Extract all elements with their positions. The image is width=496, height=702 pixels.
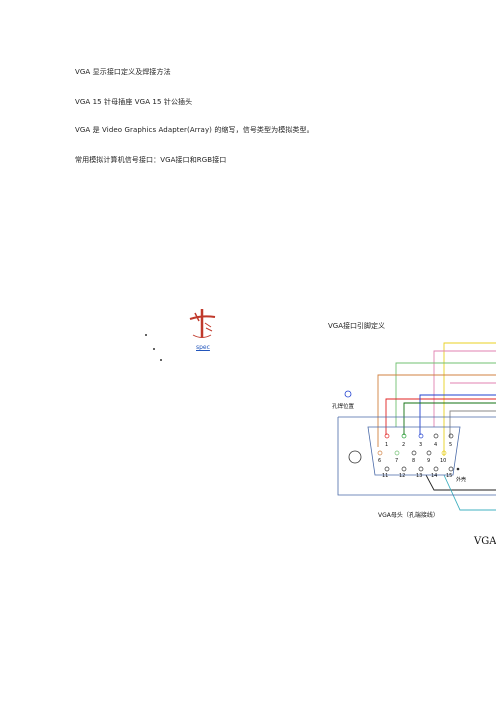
wire-cyan [443,474,496,511]
svg-text:11: 11 [382,473,388,479]
wire-orange [377,374,496,447]
solder-hole [344,390,352,398]
svg-text:8: 8 [412,458,415,464]
svg-text:3: 3 [419,442,422,448]
spec-link[interactable]: spec [196,344,210,351]
wire-red [385,398,496,435]
bullet [160,359,162,361]
svg-text:7: 7 [395,458,398,464]
diagram-caption: VGA母头（孔端接线） [378,511,439,519]
shell-label: 外壳 [456,476,466,483]
line-description: VGA 是 Video Graphics Adapter(Array) 的缩写，… [75,126,314,134]
svg-text:2: 2 [402,442,405,448]
line-interfaces: 常用模拟计算机信号接口：VGA接口和RGB接口 [75,156,227,164]
svg-text:4: 4 [434,442,437,448]
solder-label: 孔焊位置 [332,402,355,410]
mount-hole [348,450,362,464]
svg-text:9: 9 [427,458,430,464]
bullet [153,348,155,350]
figure-title: VGA接口引脚定义 [328,322,386,330]
svg-text:14: 14 [431,473,437,479]
wire-blue [419,394,496,435]
bullet [145,334,147,336]
svg-text:15: 15 [446,473,452,479]
line-title: VGA 显示接口定义及焊接方法 [75,68,171,76]
wire-gray [449,410,496,437]
logo-icon [189,309,216,338]
svg-text:5: 5 [449,442,452,448]
line-connectors: VGA 15 针母插座 VGA 15 针公插头 [75,98,193,106]
wire-yellow [443,342,496,456]
connector-trapezoid [367,426,461,476]
wire-pink [433,350,496,427]
svg-text:6: 6 [378,458,381,464]
wire-black [425,474,496,491]
connector-shell [337,416,496,496]
svg-text:10: 10 [440,458,446,464]
vga-pinout-diagram: 孔焊位置 1 2 3 4 5 6 7 8 9 10 11 12 13 [332,342,496,519]
figure-big-label: VGA接 [474,536,496,547]
svg-text:13: 13 [416,473,422,479]
svg-text:12: 12 [399,473,405,479]
wire-lightgreen [395,362,496,427]
wire-darkgreen [403,402,496,435]
svg-text:1: 1 [385,442,388,448]
